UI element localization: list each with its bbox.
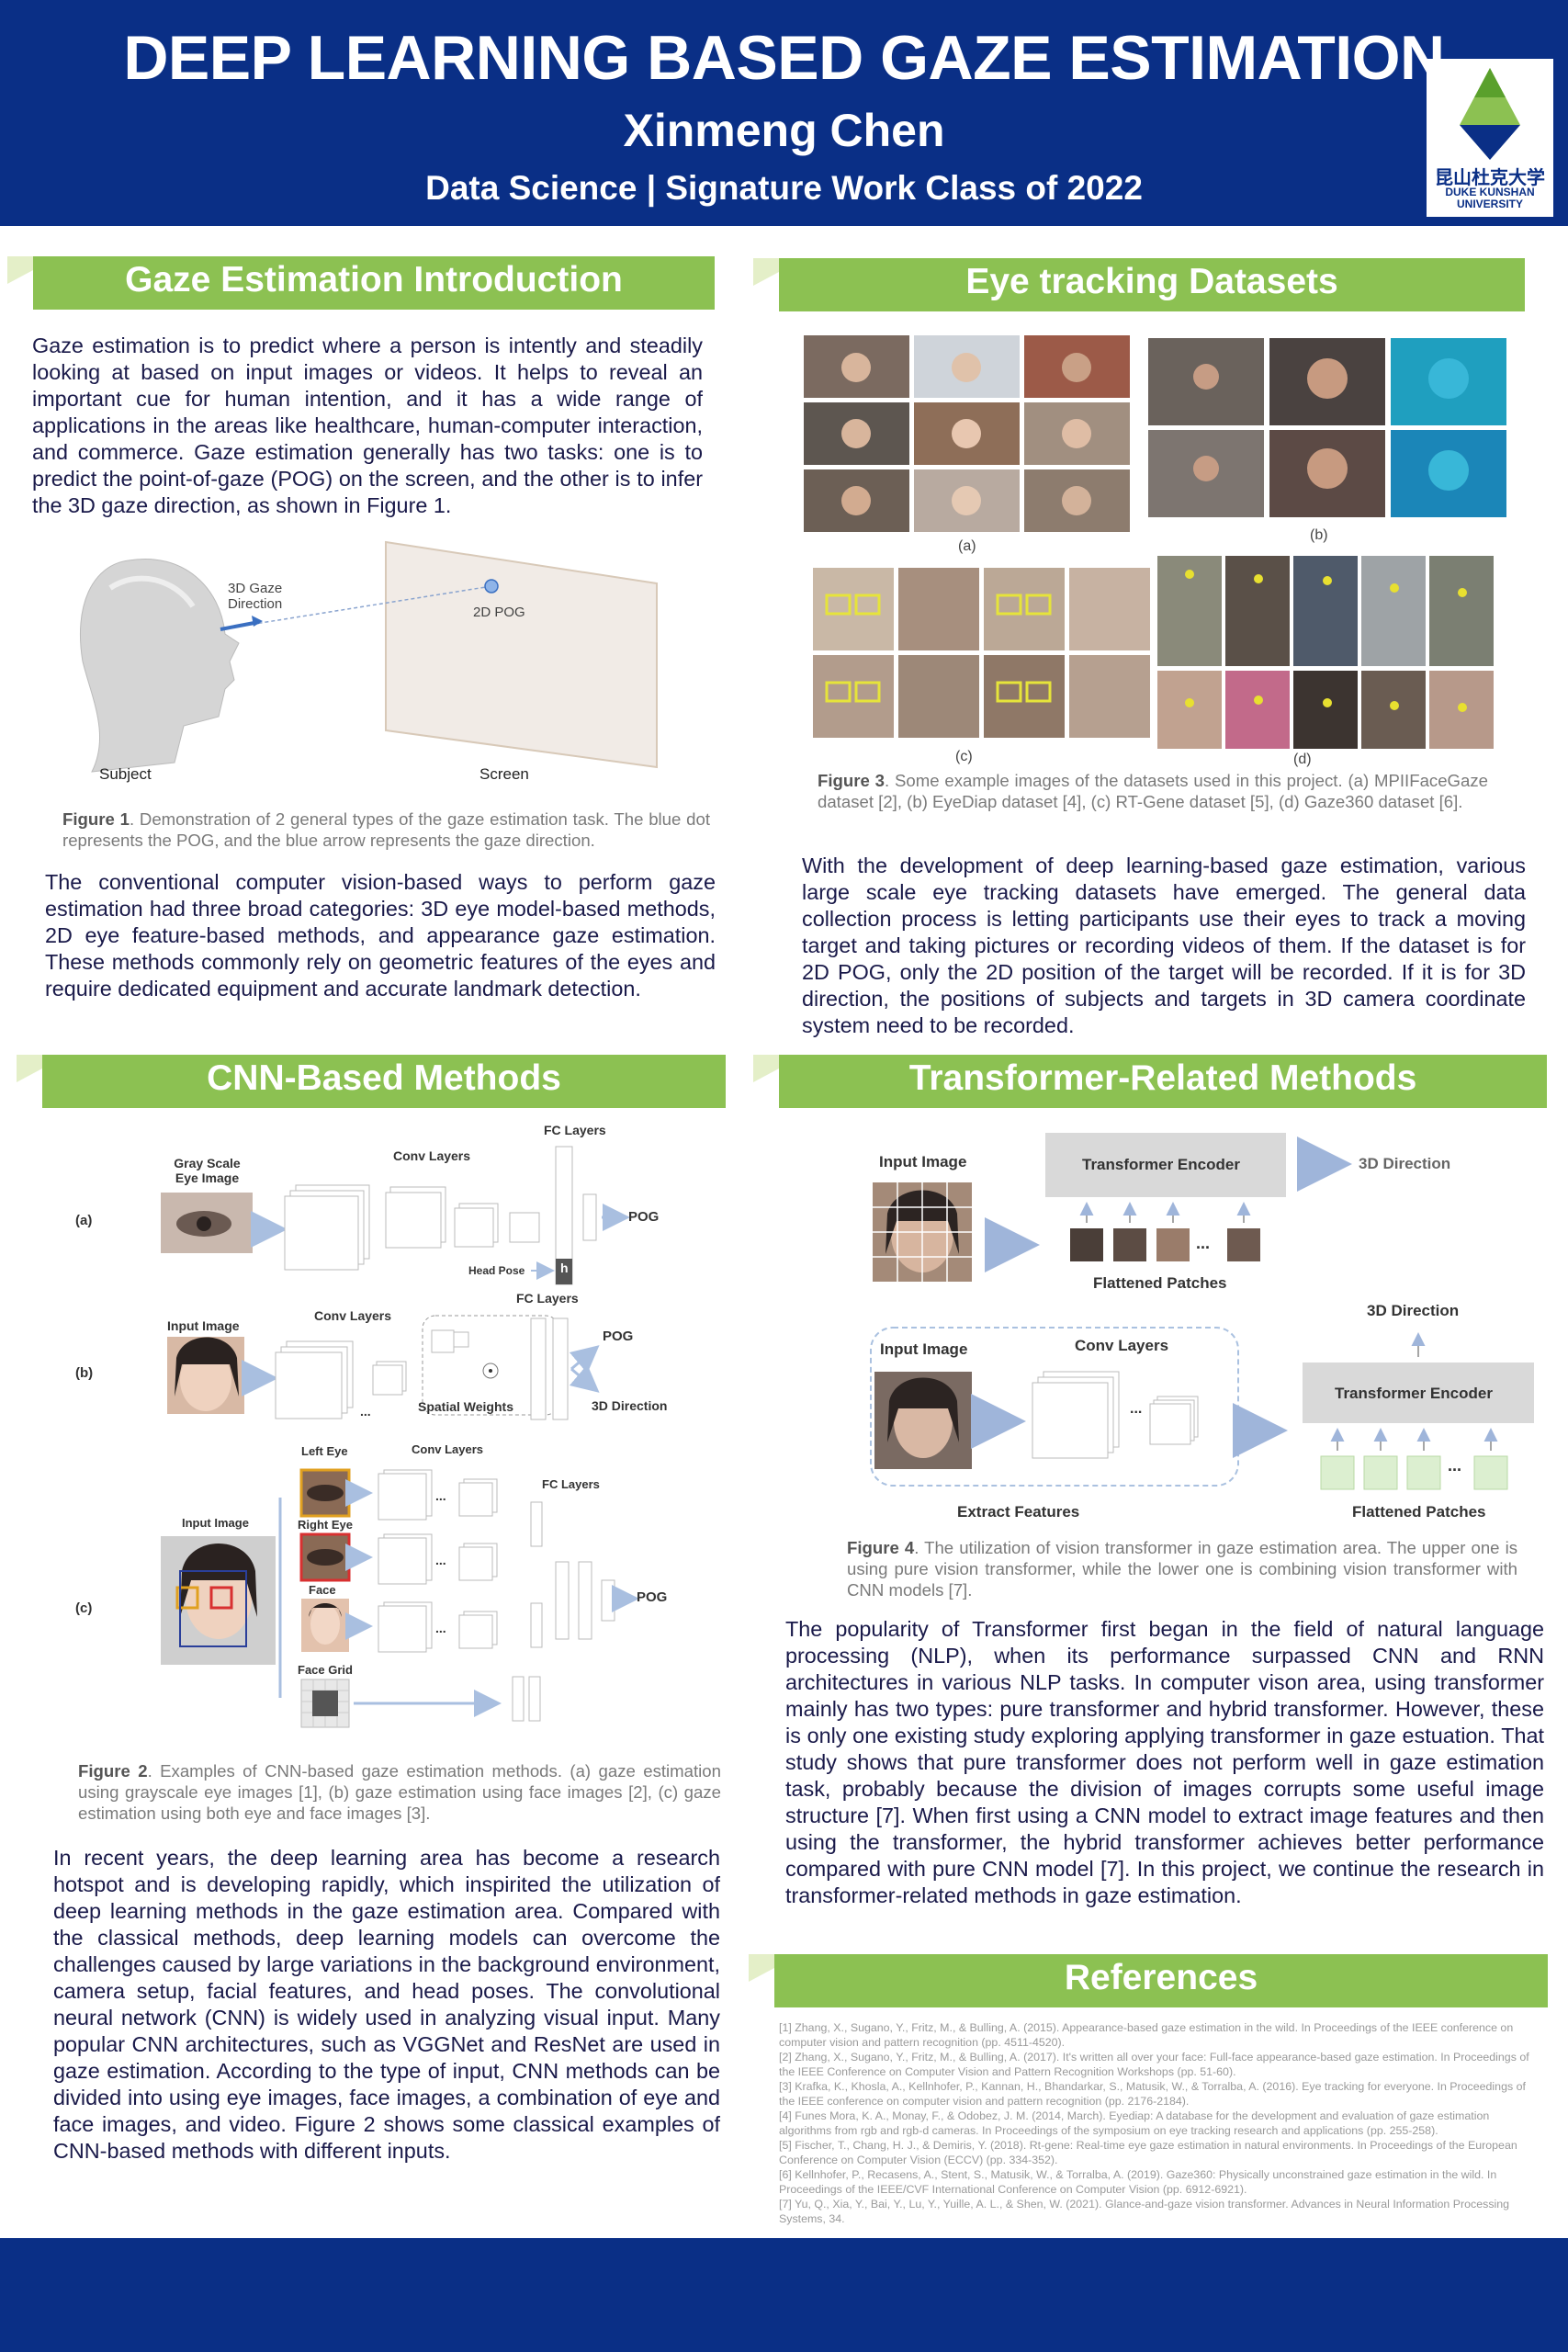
dataset-label-a: (a) bbox=[958, 538, 976, 554]
conv-layers-label-c: Conv Layers bbox=[412, 1442, 484, 1456]
fig2-label-c: (c) bbox=[75, 1600, 93, 1616]
pog-label: 2D POG bbox=[473, 605, 525, 620]
screen-label: Screen bbox=[479, 765, 529, 783]
pog-label-a: POG bbox=[628, 1209, 660, 1225]
poster-title: DEEP LEARNING BASED GAZE ESTIMATION bbox=[123, 23, 1445, 93]
face-grid-label: Face Grid bbox=[298, 1663, 353, 1677]
head-pose-h-label: h bbox=[560, 1261, 569, 1275]
conv-layers-label-b: Conv Layers bbox=[314, 1308, 392, 1323]
dataset-label-c: (c) bbox=[955, 749, 973, 764]
dots-conv: ... bbox=[1130, 1401, 1143, 1417]
figure-4-transformer: Input Image Transformer Encoder 3D Direc… bbox=[854, 1125, 1534, 1534]
reference-item: [6] Kellnhofer, P., Recasens, A., Stent,… bbox=[779, 2168, 1497, 2196]
logo-chinese-name: 昆山杜克大学 bbox=[1435, 166, 1545, 188]
direction-label-bottom: 3D Direction bbox=[1367, 1302, 1460, 1319]
figure-4-caption: Figure 4. The utilization of vision tran… bbox=[847, 1538, 1517, 1600]
flattened-patches-label-top: Flattened Patches bbox=[1093, 1274, 1227, 1292]
fc-layers-label-a: FC Layers bbox=[544, 1123, 606, 1137]
left-eye-label: Left Eye bbox=[301, 1444, 348, 1458]
spatial-weights-label: Spatial Weights bbox=[418, 1399, 513, 1414]
extract-features-label: Extract Features bbox=[957, 1503, 1080, 1521]
fig2-label-a: (a) bbox=[75, 1213, 93, 1228]
dataset-label-d: (d) bbox=[1293, 752, 1312, 767]
conv-layers-label-a: Conv Layers bbox=[393, 1148, 471, 1163]
dots-top: ... bbox=[1196, 1234, 1211, 1252]
dots-c3: ... bbox=[435, 1621, 446, 1635]
fc-layers-label-c: FC Layers bbox=[542, 1477, 600, 1491]
dots-bottom: ... bbox=[1448, 1456, 1462, 1475]
pog-label-c: POG bbox=[637, 1589, 668, 1605]
section-intro-heading: Gaze Estimation Introduction bbox=[7, 256, 715, 311]
poster-footer bbox=[0, 2238, 1568, 2352]
transformer-encoder-label-top: Transformer Encoder bbox=[1082, 1156, 1240, 1173]
conv-layers-label-fig4: Conv Layers bbox=[1075, 1337, 1169, 1354]
head-pose-label: Head Pose bbox=[468, 1264, 525, 1277]
intro-paragraph: Gaze estimation is to predict where a pe… bbox=[32, 334, 703, 517]
reference-item: [7] Yu, Q., Xia, Y., Bai, Y., Lu, Y., Yu… bbox=[779, 2198, 1510, 2225]
fig2-label-b: (b) bbox=[75, 1365, 94, 1381]
reference-item: [1] Zhang, X., Sugano, Y., Fritz, M., & … bbox=[779, 2021, 1514, 2049]
figure-3-datasets: (a) (b) (c) (d) bbox=[799, 331, 1516, 772]
dots-b: ... bbox=[360, 1404, 371, 1419]
input-image-label-c: Input Image bbox=[182, 1516, 249, 1530]
reference-item: [3] Krafka, K., Khosla, A., Kellnhofer, … bbox=[779, 2080, 1526, 2108]
flattened-patches-label-bottom: Flattened Patches bbox=[1352, 1503, 1486, 1521]
cnn-paragraph: In recent years, the deep learning area … bbox=[53, 1846, 720, 2163]
datasets-paragraph: With the development of deep learning-ba… bbox=[802, 854, 1526, 1037]
section-cnn-heading: CNN-Based Methods bbox=[17, 1055, 726, 1110]
poster-header: DEEP LEARNING BASED GAZE ESTIMATION Xinm… bbox=[0, 0, 1568, 226]
face-label: Face bbox=[309, 1583, 336, 1597]
section-transformer-heading: Transformer-Related Methods bbox=[753, 1055, 1547, 1110]
reference-item: [5] Fischer, T., Chang, H. J., & Demiris… bbox=[779, 2139, 1517, 2166]
conventional-methods-paragraph: The conventional computer vision-based w… bbox=[45, 870, 716, 1001]
dots-c1: ... bbox=[435, 1488, 446, 1503]
direction-label-top: 3D Direction bbox=[1359, 1155, 1451, 1172]
figure-1-caption: Figure 1. Demonstration of 2 general typ… bbox=[62, 809, 710, 850]
reference-item: [4] Funes Mora, K. A., Monay, F., & Odob… bbox=[779, 2109, 1490, 2137]
subject-label: Subject bbox=[99, 765, 152, 783]
figure-3-caption: Figure 3. Some example images of the dat… bbox=[818, 771, 1488, 811]
input-image-label-top: Input Image bbox=[879, 1153, 967, 1170]
transformer-paragraph: The popularity of Transformer first bega… bbox=[785, 1617, 1544, 1907]
right-eye-label: Right Eye bbox=[298, 1518, 353, 1532]
transformer-encoder-label-bottom: Transformer Encoder bbox=[1335, 1385, 1493, 1402]
author-name: Xinmeng Chen bbox=[623, 105, 945, 156]
section-references-heading: References bbox=[749, 1954, 1548, 2009]
input-image-label-bottom: Input Image bbox=[880, 1340, 968, 1358]
dots-c2: ... bbox=[435, 1553, 446, 1567]
references-list: [1] Zhang, X., Sugano, Y., Fritz, M., & … bbox=[779, 2020, 1541, 2226]
section-datasets-heading: Eye tracking Datasets bbox=[753, 258, 1525, 313]
fc-layers-label-b: FC Layers bbox=[516, 1291, 579, 1306]
mountain-logo-icon bbox=[1460, 68, 1520, 160]
pog-label-b: POG bbox=[603, 1329, 634, 1344]
reference-item: [2] Zhang, X., Sugano, Y., Fritz, M., & … bbox=[779, 2051, 1529, 2078]
affiliation: Data Science | Signature Work Class of 2… bbox=[425, 169, 1143, 207]
input-image-label-b: Input Image bbox=[167, 1318, 240, 1333]
figure-2-cnn-methods: (a) (b) (c) Gray Scale Eye Image Conv La… bbox=[75, 1121, 726, 1764]
gray-scale-label: Gray Scale Eye Image bbox=[174, 1156, 241, 1185]
direction-label-b: 3D Direction bbox=[592, 1398, 668, 1413]
figure-1-gaze-demo: 3D Gaze Direction 2D POG Subject Screen bbox=[55, 533, 698, 790]
figure-2-caption: Figure 2. Examples of CNN-based gaze est… bbox=[78, 1761, 721, 1823]
gaze-direction-label: 3D Gaze Direction bbox=[228, 581, 283, 612]
dataset-label-b: (b) bbox=[1310, 527, 1328, 543]
